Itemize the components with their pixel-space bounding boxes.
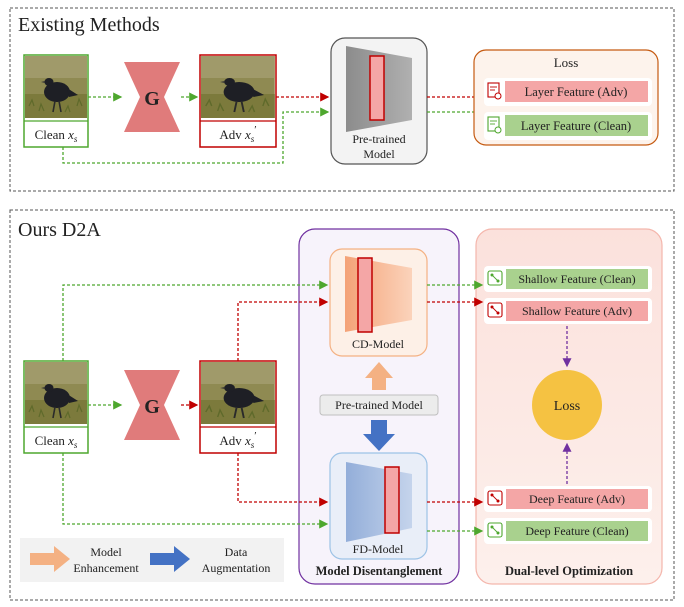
ours-d2a-title: Ours D2A <box>18 219 101 241</box>
svg-text:Adv xs′: Adv xs′ <box>219 430 256 450</box>
network-icon <box>487 302 503 318</box>
network-icon <box>487 522 503 538</box>
shallow-feature-clean: Shallow Feature (Clean) <box>484 266 652 292</box>
arrow-adv-to-fd-model <box>237 453 329 507</box>
pretrained-model-box <box>319 394 439 416</box>
network-icon <box>487 490 503 506</box>
legend-augmentation-line1: Data <box>225 545 248 559</box>
arrow-clean-to-model-top <box>62 107 330 164</box>
svg-text:CD-Model: CD-Model <box>352 337 405 351</box>
arrow-clean-to-cd-model <box>62 280 329 361</box>
dual-level-optimization-title: Dual-level Optimization <box>505 564 633 578</box>
existing-methods-panel <box>9 7 675 192</box>
clean-image-bottom: Clean xs <box>23 360 89 454</box>
adv-image-top: Adv xs′ <box>199 54 277 148</box>
ours-d2a-panel <box>9 209 675 601</box>
deep-feature-clean: Deep Feature (Clean) <box>484 518 652 544</box>
loss-box-top: Loss Layer Feature (Adv) Layer Feature (… <box>473 49 659 146</box>
generator-bottom <box>124 370 180 440</box>
svg-text:Deep Feature (Adv): Deep Feature (Adv) <box>529 492 625 506</box>
svg-text:Layer Feature (Adv): Layer Feature (Adv) <box>525 85 628 99</box>
legend-enhancement-line1: Model <box>90 545 122 559</box>
svg-text:Model: Model <box>363 147 395 161</box>
pretrained-model-top: Pre-trained Model <box>330 37 428 165</box>
model-disentanglement-title: Model Disentanglement <box>316 564 444 578</box>
existing-methods-title: Existing Methods <box>18 14 160 36</box>
generator-bottom-label: G <box>144 396 160 418</box>
legend-enhancement-arrow <box>30 546 70 572</box>
svg-text:Shallow Feature (Clean): Shallow Feature (Clean) <box>518 272 635 286</box>
generator-top-label: G <box>144 88 160 110</box>
document-search-icon <box>487 116 502 134</box>
legend-augmentation-line2: Augmentation <box>202 561 271 575</box>
data-augmentation-arrow <box>363 420 395 451</box>
svg-text:Layer Feature (Clean): Layer Feature (Clean) <box>521 119 631 133</box>
deep-feature-adv: Deep Feature (Adv) <box>484 486 652 512</box>
loss-circle <box>532 370 602 440</box>
generator-top <box>124 62 180 132</box>
adv-image-bottom: Adv xs′ <box>199 360 277 454</box>
pretrained-model-label: Pre-trained Model <box>335 398 423 412</box>
shallow-feature-adv: Shallow Feature (Adv) <box>484 298 652 324</box>
clean-image-top: Clean xs <box>23 54 89 148</box>
fd-model: FD-Model <box>329 452 428 560</box>
svg-text:FD-Model: FD-Model <box>353 542 404 556</box>
network-icon <box>487 270 503 286</box>
legend-enhancement-line2: Enhancement <box>73 561 139 575</box>
svg-text:Deep Feature (Clean): Deep Feature (Clean) <box>525 524 628 538</box>
svg-text:Clean xs: Clean xs <box>35 127 78 144</box>
model-enhancement-arrow <box>365 362 393 390</box>
legend-augmentation-arrow <box>150 546 190 572</box>
document-search-icon <box>487 82 502 100</box>
svg-text:Clean xs: Clean xs <box>35 433 78 450</box>
arrow-clean-to-fd-model <box>62 453 329 529</box>
svg-text:Pre-trained: Pre-trained <box>352 132 405 146</box>
svg-text:Loss: Loss <box>554 55 579 70</box>
svg-text:Adv xs′: Adv xs′ <box>219 124 256 144</box>
loss-circle-label: Loss <box>554 399 580 414</box>
cd-model: CD-Model <box>329 248 428 357</box>
svg-text:Shallow Feature (Adv): Shallow Feature (Adv) <box>522 304 632 318</box>
